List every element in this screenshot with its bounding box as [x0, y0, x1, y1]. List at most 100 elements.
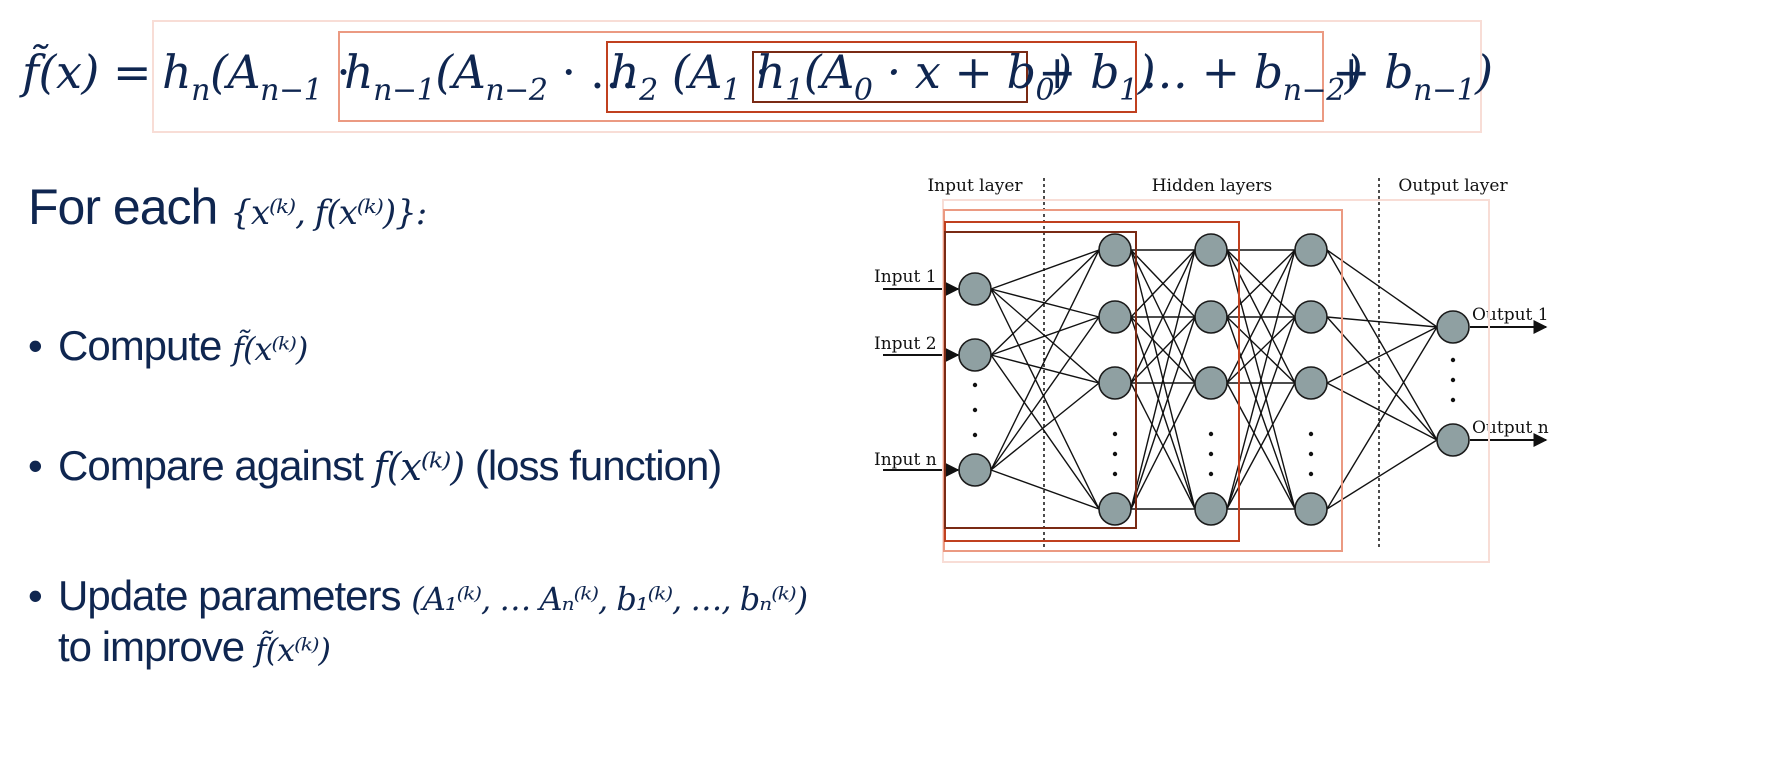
ellipsis-dot: [1112, 471, 1118, 477]
equation-lhs: f̃(x) =: [22, 45, 152, 99]
neuron-node: [1294, 492, 1328, 526]
ellipsis-dot: [1450, 397, 1456, 403]
bullet-text: Compare against: [58, 442, 364, 489]
equation-suffix-bn-2: … + bn−2): [1142, 45, 1363, 108]
neuron-node: [1098, 233, 1132, 267]
heading-math: {x⁽ᵏ⁾, f(x⁽ᵏ⁾)}:: [230, 193, 427, 233]
equation-suffix-bn-1: + bn−1): [1332, 45, 1493, 108]
neuron-node: [1098, 366, 1132, 400]
neuron-node: [1098, 492, 1132, 526]
ellipsis-dot: [1112, 451, 1118, 457]
ellipsis-dot: [1112, 431, 1118, 437]
label-hidden-layers: Hidden layers: [1152, 176, 1273, 196]
bullet-line2-text: to improve: [58, 623, 245, 670]
bullet-line2: to improve f̃(x⁽ᵏ⁾): [28, 623, 807, 674]
edge: [990, 354, 1100, 384]
edge: [1130, 316, 1196, 384]
equation-term-n-1: hn−1(An−2 · …: [344, 45, 636, 108]
label-input-1: Input 1: [874, 267, 937, 287]
eq-box-level2: [338, 31, 1324, 122]
neuron-node: [1194, 233, 1228, 267]
label-input-n: Input n: [874, 450, 937, 470]
edge: [1130, 382, 1196, 510]
equation-term-1: h1(A0 · x + b0): [756, 45, 1072, 108]
bullet-line2-math: f̃(x⁽ᵏ⁾): [254, 631, 331, 669]
ellipsis-group: [972, 357, 1456, 477]
bullet-compare: • Compare against f(x⁽ᵏ⁾) (loss function): [28, 442, 722, 490]
equation-suffix-b1: + b1): [1038, 45, 1156, 108]
ellipsis-dot: [972, 382, 978, 388]
bullet-text: Compute: [58, 322, 222, 369]
neuron-node: [958, 453, 992, 487]
edge: [1326, 382, 1438, 441]
edge: [1326, 249, 1438, 441]
equation-term-2: h2 (A1 ·: [610, 45, 769, 108]
edge: [1130, 249, 1196, 510]
neuron-node: [1294, 233, 1328, 267]
bullet-dot: •: [28, 442, 43, 489]
ellipsis-dot: [1208, 451, 1214, 457]
edge: [1326, 316, 1438, 328]
ellipsis-dot: [1450, 357, 1456, 363]
eq-box-outer: [152, 20, 1482, 133]
neuron-node: [1194, 366, 1228, 400]
neuron-node: [1436, 423, 1470, 457]
edge: [1130, 249, 1196, 318]
eq-box-level3: [606, 41, 1137, 113]
ellipsis-dot: [972, 432, 978, 438]
bullet-text: Update parameters: [58, 572, 402, 619]
neuron-node: [958, 338, 992, 372]
edge: [1326, 326, 1438, 384]
bullet-math: f̃(x⁽ᵏ⁾): [232, 330, 308, 368]
neuron-node: [1294, 366, 1328, 400]
bullet-math: f(x⁽ᵏ⁾): [373, 445, 466, 489]
bullet-update: • Update parameters (A₁⁽ᵏ⁾, … Aₙ⁽ᵏ⁾, b₁⁽ᵏ…: [28, 572, 808, 674]
neuron-node: [1294, 300, 1328, 334]
edge: [990, 249, 1100, 290]
ellipsis-dot: [1208, 471, 1214, 477]
edges-group: [990, 249, 1438, 510]
ellipsis-dot: [972, 407, 978, 413]
heading-text: For each: [28, 179, 218, 235]
edge: [990, 469, 1100, 510]
edge: [990, 354, 1100, 510]
edge: [1326, 326, 1438, 510]
bullet-dot: •: [28, 322, 43, 369]
bullet-math: (A₁⁽ᵏ⁾, … Aₙ⁽ᵏ⁾, b₁⁽ᵏ⁾, …, bₙ⁽ᵏ⁾): [411, 580, 808, 618]
label-input-layer: Input layer: [927, 176, 1023, 196]
label-output-n: Output n: [1472, 418, 1549, 438]
loop-heading: For each {x⁽ᵏ⁾, f(x⁽ᵏ⁾)}:: [28, 178, 427, 236]
equation-term-n: hn(An−1 ·: [162, 45, 351, 108]
edge: [990, 249, 1100, 356]
edge: [1326, 249, 1438, 328]
edge: [1326, 439, 1438, 510]
edge: [990, 316, 1100, 471]
ellipsis-dot: [1308, 451, 1314, 457]
eq-box-inner: [752, 51, 1028, 103]
edge: [1326, 316, 1438, 441]
nn-box-level2: [943, 209, 1343, 552]
nodes-group: [958, 233, 1470, 526]
ellipsis-dot: [1308, 431, 1314, 437]
ellipsis-dot: [1450, 377, 1456, 383]
label-output-1: Output 1: [1472, 305, 1549, 325]
edge: [1130, 249, 1196, 384]
edge: [990, 382, 1100, 471]
edge: [990, 249, 1100, 471]
ellipsis-dot: [1208, 431, 1214, 437]
label-output-layer: Output layer: [1398, 176, 1508, 196]
bullet-dot: •: [28, 572, 43, 619]
edge: [990, 288, 1100, 510]
bullet-compute: • Compute f̃(x⁽ᵏ⁾): [28, 322, 308, 370]
label-input-2: Input 2: [874, 334, 937, 354]
neuron-node: [1098, 300, 1132, 334]
neuron-node: [1194, 300, 1228, 334]
neuron-node: [958, 272, 992, 306]
edge: [1130, 316, 1196, 510]
bullet-suffix: (loss function): [474, 442, 722, 489]
nn-box-inner: [944, 231, 1137, 529]
ellipsis-dot: [1308, 471, 1314, 477]
edge: [990, 316, 1100, 356]
neuron-node: [1436, 310, 1470, 344]
